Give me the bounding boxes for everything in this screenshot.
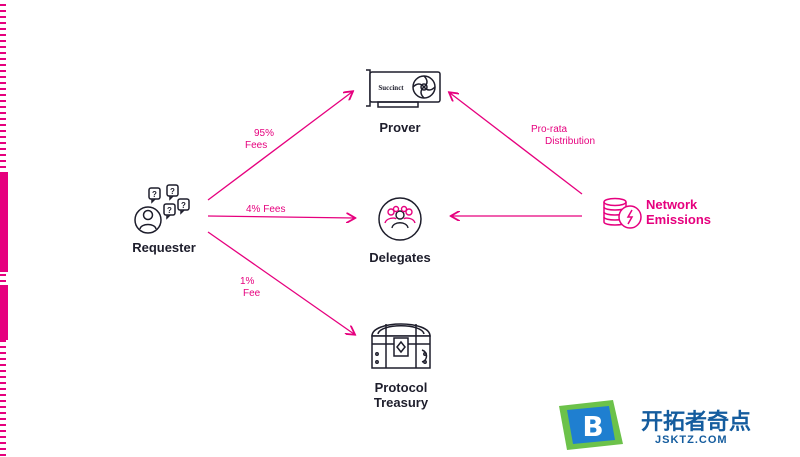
stripe-line [0, 436, 6, 438]
delegates-label: Delegates [369, 250, 431, 265]
stripe-line [0, 154, 6, 156]
stripe-line [0, 106, 6, 108]
stripe-line [0, 148, 6, 150]
stripe-line [0, 46, 6, 48]
stripe-line [0, 166, 6, 168]
prorata-line2: Distribution [545, 136, 596, 147]
stripe-line [0, 280, 6, 282]
delegates-icon [378, 197, 422, 241]
stripe-line [0, 10, 6, 12]
arrow-requester-to-delegates [207, 216, 354, 218]
arrow-requester-to-prover [207, 92, 352, 201]
stripe-line [0, 418, 6, 420]
stripe-line [0, 94, 6, 96]
prover-fee-label: 95% Fees [245, 128, 274, 152]
stripe-line [0, 376, 6, 378]
stripe-line [0, 16, 6, 18]
stripe-line [0, 100, 6, 102]
stripe-block [0, 172, 8, 272]
gpu-card-icon: Succinct [366, 69, 441, 108]
arrow-requester-to-treasury [207, 231, 354, 334]
svg-text:?: ? [167, 206, 172, 215]
treasury-label-line2: Treasury [373, 395, 429, 410]
treasury-label: Protocol Treasury [356, 380, 446, 410]
stripe-line [0, 388, 6, 390]
watermark-b-icon: B [559, 400, 623, 450]
requester-icon: ? ? ? ? [134, 184, 190, 234]
prover-fee-pct: 95% [254, 128, 275, 139]
treasure-chest-icon [371, 323, 431, 369]
requester-label: Requester [132, 240, 196, 255]
stripe-line [0, 82, 6, 84]
stripe-line [0, 346, 6, 348]
stripe-line [0, 454, 6, 456]
stripe-line [0, 364, 6, 366]
stripe-line [0, 274, 6, 276]
svg-text:?: ? [152, 190, 157, 199]
stripe-line [0, 142, 6, 144]
stripe-line [0, 400, 6, 402]
stripe-line [0, 340, 6, 342]
emissions-label: Network Emissions [646, 197, 711, 227]
stripe-line [0, 58, 6, 60]
stripe-line [0, 352, 6, 354]
stripe-block [0, 285, 8, 340]
treasury-label-line1: Protocol [374, 380, 428, 395]
delegates-fee-label: 4% Fees [246, 204, 286, 215]
prover-label: Prover [379, 120, 421, 135]
stripe-line [0, 4, 6, 6]
treasury-fee-word: Fee [243, 288, 261, 299]
stripe-line [0, 424, 6, 426]
treasury-fee-label: 1% Fee [240, 276, 260, 300]
stripe-line [0, 64, 6, 66]
stripe-line [0, 406, 6, 408]
treasury-fee-pct: 1% [240, 276, 255, 287]
svg-text:?: ? [170, 187, 175, 196]
emissions-label-line1: Network [646, 197, 698, 212]
emissions-label-line2: Emissions [646, 212, 712, 227]
stripe-line [0, 136, 6, 138]
stripe-line [0, 430, 6, 432]
stripe-line [0, 70, 6, 72]
stripe-line [0, 112, 6, 114]
stripe-line [0, 448, 6, 450]
svg-text:B: B [582, 410, 603, 443]
stripe-line [0, 124, 6, 126]
watermark-title: 开拓者奇点 [641, 410, 752, 435]
stripe-line [0, 160, 6, 162]
stripe-line [0, 394, 6, 396]
prorata-label: Pro-rata Distribution [531, 124, 595, 148]
arrow-emissions-to-prover [450, 93, 583, 195]
watermark-subtitle: JSKTZ.COM [655, 434, 728, 446]
stripe-line [0, 442, 6, 444]
watermark-logo: B 开拓者奇点 JSKTZ.COM [555, 400, 795, 450]
stripe-line [0, 130, 6, 132]
stripe-line [0, 382, 6, 384]
gpu-brand-text: Succinct [378, 84, 404, 92]
stripe-line [0, 358, 6, 360]
stripe-line [0, 88, 6, 90]
coins-icon [603, 197, 642, 229]
stripe-line [0, 412, 6, 414]
stripe-line [0, 40, 6, 42]
stripe-line [0, 28, 6, 30]
stripe-line [0, 370, 6, 372]
stripe-line [0, 22, 6, 24]
stripe-line [0, 76, 6, 78]
stripe-line [0, 118, 6, 120]
stripe-line [0, 34, 6, 36]
prover-fee-word: Fees [245, 140, 268, 151]
stripe-line [0, 52, 6, 54]
left-stripe-decoration [0, 0, 10, 457]
prorata-line1: Pro-rata [531, 124, 568, 135]
svg-text:?: ? [181, 201, 186, 210]
